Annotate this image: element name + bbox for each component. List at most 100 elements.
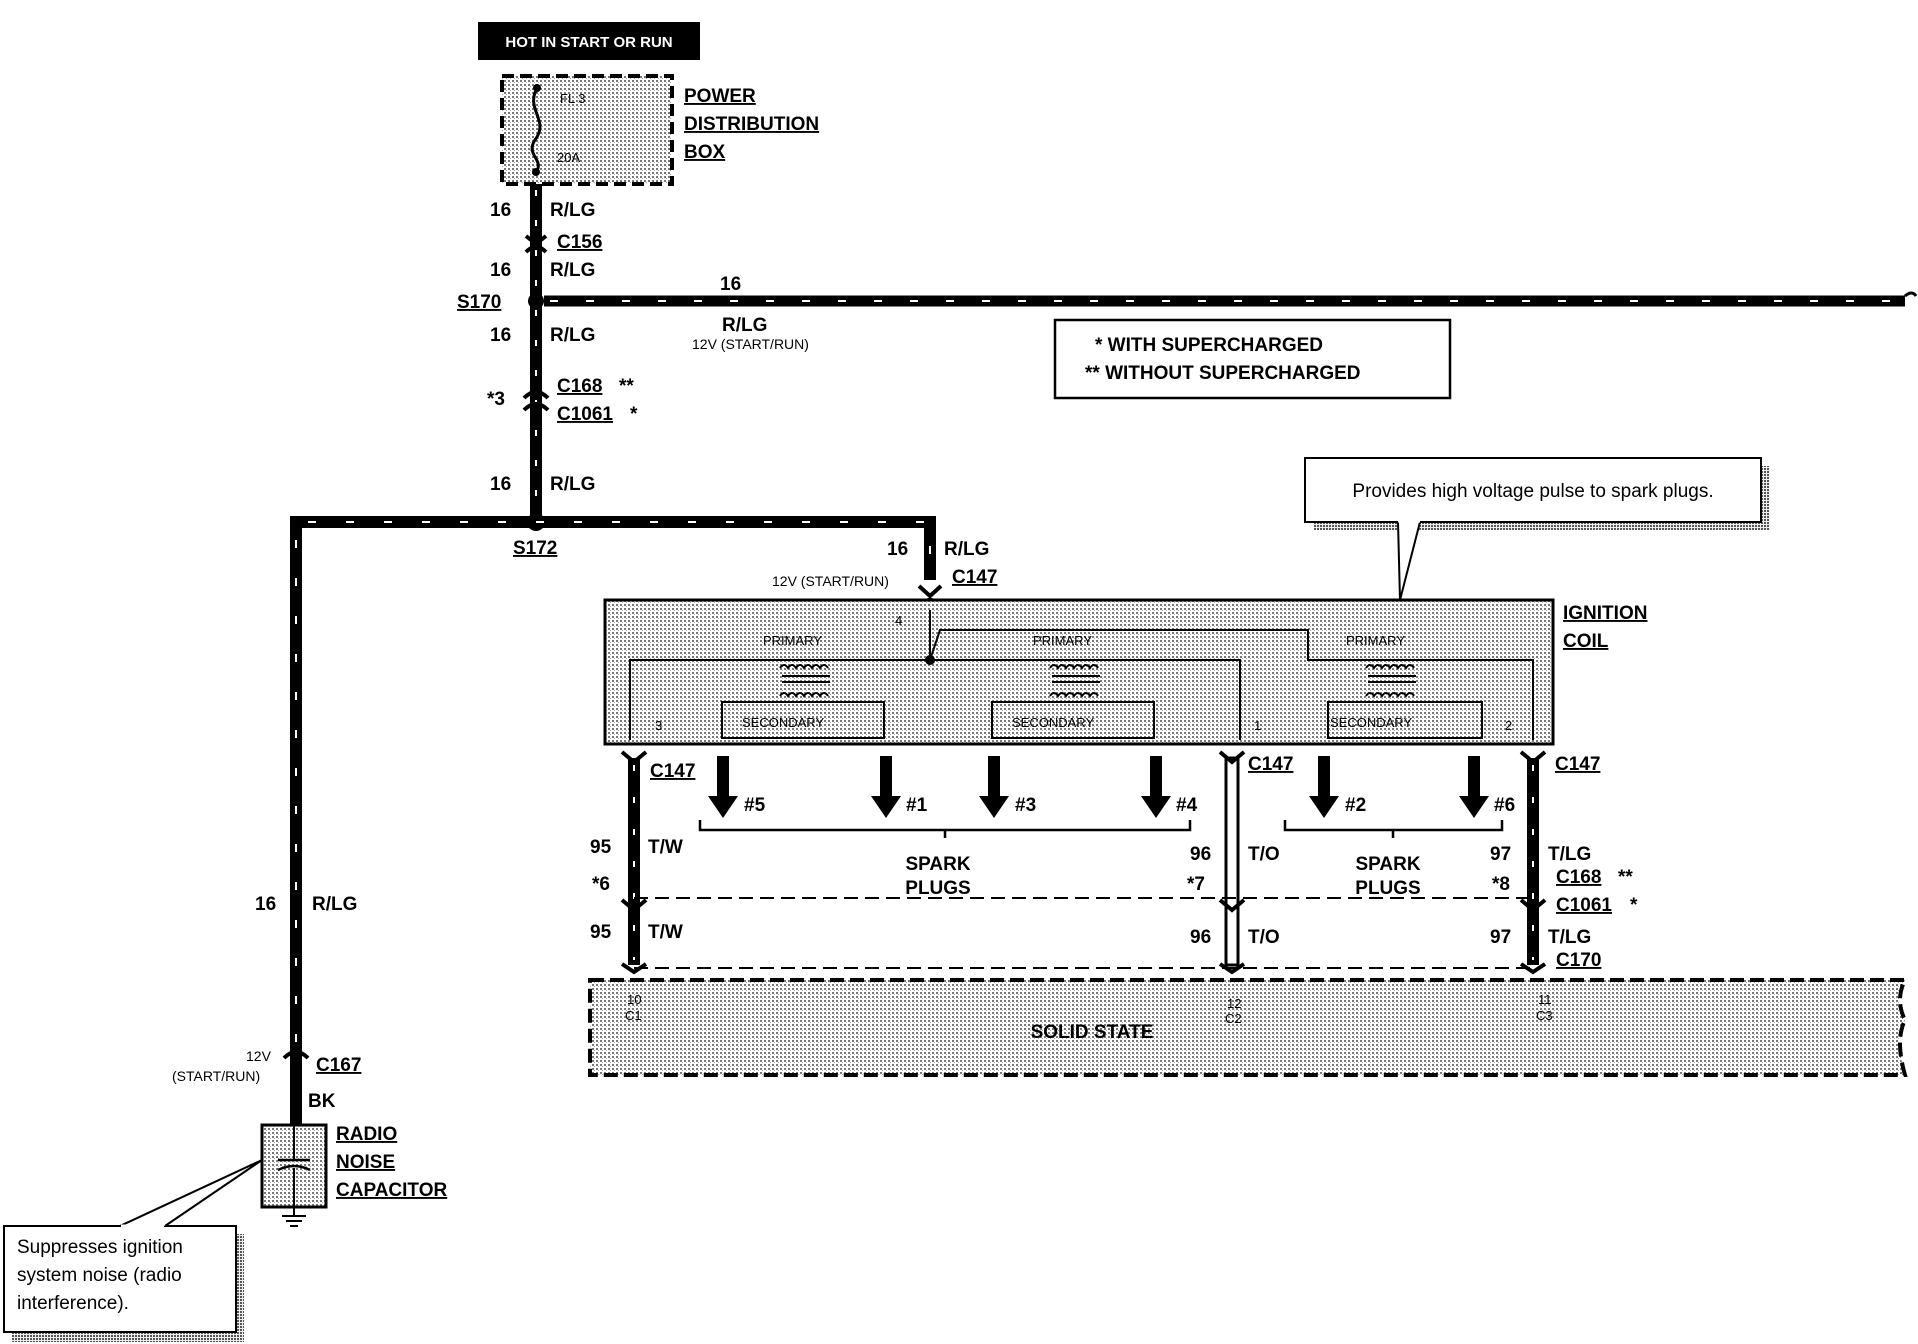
wire-95-gauge-1: 95 <box>590 837 612 858</box>
wire-96-color-2: T/O <box>1248 927 1280 948</box>
plug-2-label: #2 <box>1345 795 1366 816</box>
c147-label-mid: C147 <box>1248 754 1293 775</box>
cap-note-line-1: Suppresses ignition <box>17 1237 183 1258</box>
c170-label: C170 <box>1556 950 1601 971</box>
c1061-label: C1061 <box>557 404 613 425</box>
c168-right-star: ** <box>1618 867 1633 888</box>
branch-voltage: 12V (START/RUN) <box>692 336 809 352</box>
spark-plug-4-arrow <box>1141 756 1171 818</box>
supercharged-legend: * WITH SUPERCHARGED ** WITHOUT SUPERCHAR… <box>1053 318 1452 400</box>
wire-97 <box>1519 750 1547 975</box>
capacitor-label-1: RADIO <box>336 1124 397 1145</box>
wire-97-gauge-1: 97 <box>1490 844 1511 865</box>
s170-splice <box>528 293 544 309</box>
spark-plugs-label-left-2: PLUGS <box>905 878 970 899</box>
wire-gauge-2: 16 <box>490 260 511 281</box>
plug-1-label: #1 <box>906 795 928 816</box>
plug-bracket-left <box>698 820 1192 838</box>
wire-95-color-2: T/W <box>648 922 683 943</box>
spark-plugs-label-right-2: PLUGS <box>1355 878 1420 899</box>
radio-noise-capacitor <box>260 1123 328 1227</box>
branch-gauge: 16 <box>720 274 741 295</box>
coil-feed-color: R/LG <box>944 539 989 560</box>
coil-pin-3: 3 <box>655 718 662 733</box>
module-c3: C3 <box>1536 1008 1553 1023</box>
wire-96-gauge-2: 96 <box>1190 927 1211 948</box>
pin-6-label: *6 <box>592 874 610 895</box>
coil-winding-middle <box>991 664 1155 739</box>
fuse-name: FL 3 <box>560 91 586 106</box>
coil-winding-left <box>721 664 885 739</box>
spark-plug-6-arrow <box>1459 756 1489 818</box>
secondary-label-3: SECONDARY <box>1330 715 1412 730</box>
s172-label: S172 <box>513 538 557 559</box>
c167-label: C167 <box>316 1055 361 1076</box>
coil-feed-voltage: 12V (START/RUN) <box>772 573 889 589</box>
c147-top-connector <box>917 584 943 599</box>
primary-label-3: PRIMARY <box>1346 633 1405 648</box>
c156-label: C156 <box>557 232 602 253</box>
bk-wire-color: BK <box>308 1091 336 1112</box>
fuse-rating: 20A <box>557 150 580 165</box>
ignition-coil: PRIMARY PRIMARY PRIMARY SECONDARY SECOND… <box>603 598 1555 746</box>
c167-connector <box>282 1050 310 1060</box>
plug-bracket-right <box>1283 820 1504 838</box>
c147-top-label: C147 <box>952 567 997 588</box>
secondary-label-2: SECONDARY <box>1012 715 1094 730</box>
capacitor-label-3: CAPACITOR <box>336 1180 447 1201</box>
pdb-label-2: DISTRIBUTION <box>684 114 819 135</box>
power-distribution-box: FL 3 20A <box>500 74 674 186</box>
cap-note-line-3: interference). <box>17 1293 129 1314</box>
spark-plug-arrows <box>708 756 1489 818</box>
coil-pin-4: 4 <box>895 613 902 628</box>
c1061-label-right: C1061 <box>1556 895 1612 916</box>
left-wire-color: R/LG <box>312 894 357 915</box>
c167-voltage-2: (START/RUN) <box>172 1068 260 1084</box>
pdb-label-1: POWER <box>684 86 756 107</box>
wire-color-2: R/LG <box>550 260 595 281</box>
capacitor-callout: Suppresses ignition system noise (radio … <box>3 1159 263 1342</box>
s170-label: S170 <box>457 292 501 313</box>
spark-plug-5-arrow <box>708 756 738 818</box>
capacitor-label-2: NOISE <box>336 1152 395 1173</box>
module-c2-pin: 12 <box>1227 996 1241 1011</box>
pin-8-label: *8 <box>1492 874 1510 895</box>
wire-97-color-1: T/LG <box>1548 844 1591 865</box>
cap-note-line-2: system noise (radio <box>17 1265 182 1286</box>
pdb-label-3: BOX <box>684 142 726 163</box>
wire-96-gauge-1: 96 <box>1190 844 1211 865</box>
wire-color-4: R/LG <box>550 474 595 495</box>
wire-color-1: R/LG <box>550 200 595 221</box>
solid-state-label: SOLID STATE <box>1031 1022 1154 1043</box>
plug-5-label: #5 <box>744 795 766 816</box>
legend-line-2: ** WITHOUT SUPERCHARGED <box>1085 363 1361 384</box>
module-c1: C1 <box>625 1008 642 1023</box>
solid-state-module: SOLID STATE 10 C1 12 C2 11 C3 <box>588 978 1909 1077</box>
module-c2: C2 <box>1225 1011 1242 1026</box>
wire-97-color-2: T/LG <box>1548 927 1591 948</box>
fuse-icon <box>530 87 542 173</box>
spark-plugs-label-left-1: SPARK <box>905 854 970 875</box>
wire-95 <box>620 750 648 975</box>
hot-in-start-run-header: HOT IN START OR RUN <box>478 22 700 60</box>
secondary-label-1: SECONDARY <box>742 715 824 730</box>
ground-icon <box>282 1207 306 1227</box>
wire-gauge-1: 16 <box>490 200 511 221</box>
c168-connector <box>522 390 550 400</box>
coil-winding-right <box>1327 664 1483 739</box>
spark-plug-1-arrow <box>871 756 901 818</box>
pin-7-label: *7 <box>1187 874 1205 895</box>
spark-plug-2-arrow <box>1309 756 1339 818</box>
s170-branch-wire <box>544 291 1918 307</box>
wire-95-color-1: T/W <box>648 837 683 858</box>
pin-3-label: *3 <box>487 389 505 410</box>
wire-color-3: R/LG <box>550 325 595 346</box>
coil-callout: Provides high voltage pulse to spark plu… <box>1304 457 1770 601</box>
c147-label-left: C147 <box>650 761 695 782</box>
wire-95-gauge-2: 95 <box>590 922 612 943</box>
coil-feed-gauge: 16 <box>887 539 908 560</box>
c1061-star: * <box>630 404 638 425</box>
wire-gauge-3: 16 <box>490 325 511 346</box>
wire-96-color-1: T/O <box>1248 844 1280 865</box>
coil-pin-2: 2 <box>1505 718 1512 733</box>
